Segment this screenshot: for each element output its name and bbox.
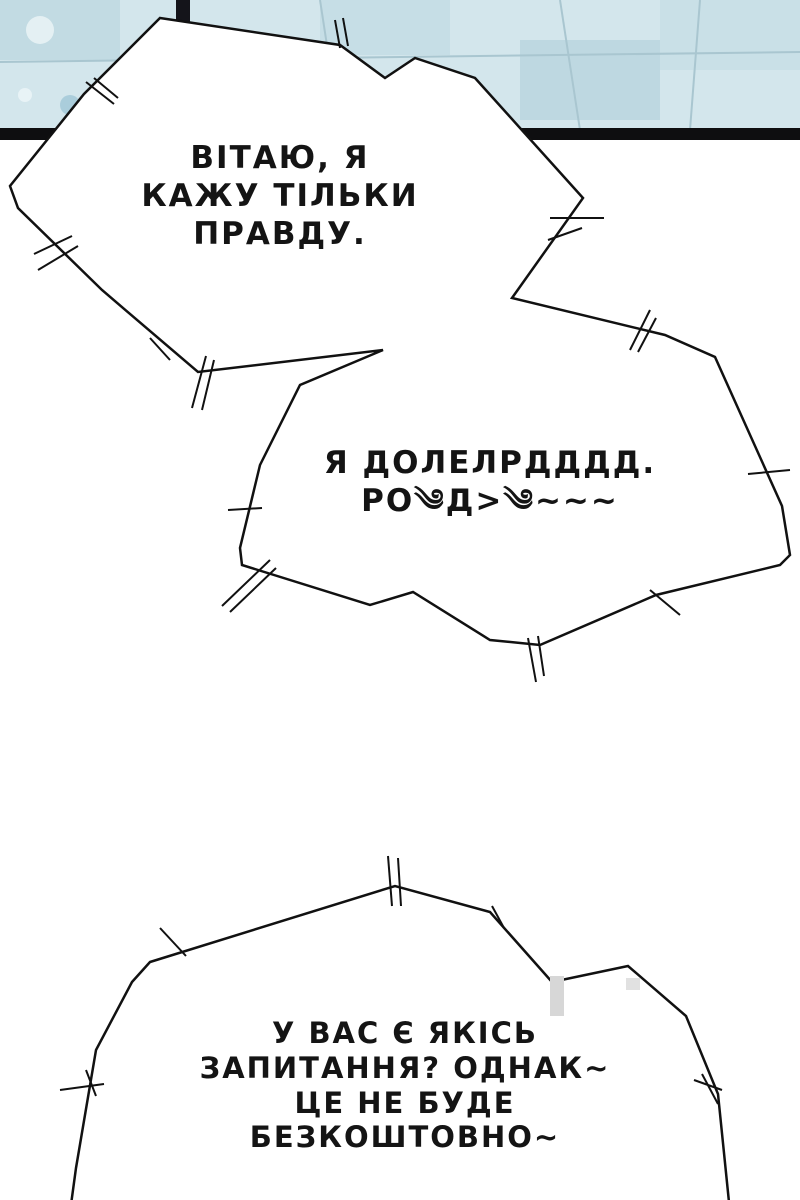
speech-bubble-2 [59,855,731,1200]
speech-line: кажу тільки [141,177,419,214]
speech-line: Ро༄д>༄~~~ [361,482,619,519]
scene-tile [0,0,120,60]
speech-bubble-1-tail-text: Я долелрдддд. Ро༄д>༄~~~ [300,445,680,521]
scene-grout [689,0,701,131]
speech-bubble-1 [8,16,792,683]
speech-bubble-2-shading [550,976,564,1016]
speech-bubble-2-shading [626,978,640,990]
speech-bubble-1-outline [8,16,792,647]
scene-bubble-deco [26,16,54,44]
speech-bubble-1-ticks [33,17,791,683]
scene-bubble-deco [18,88,32,102]
speech-bubble-2-ticks [59,855,723,1105]
speech-line: Вітаю, я [190,140,370,176]
speech-line: правду. [193,215,367,252]
speech-bubble-2-outline [70,884,731,1200]
speech-line: Я долелрдддд. [323,445,657,481]
speech-bubble-1-text: Вітаю, я кажу тільки правду. [130,140,430,253]
speech-line: У вас є якісь [272,1016,538,1050]
speech-bubble-2-text: У вас є якісь запитання? однак~ це не бу… [160,1016,650,1155]
speech-line: запитання? однак~ [199,1050,611,1085]
scene-tile [660,0,800,70]
scene-grout [559,0,581,131]
speech-line: це не буде [294,1085,516,1120]
speech-line: безкоштовно~ [249,1120,561,1155]
